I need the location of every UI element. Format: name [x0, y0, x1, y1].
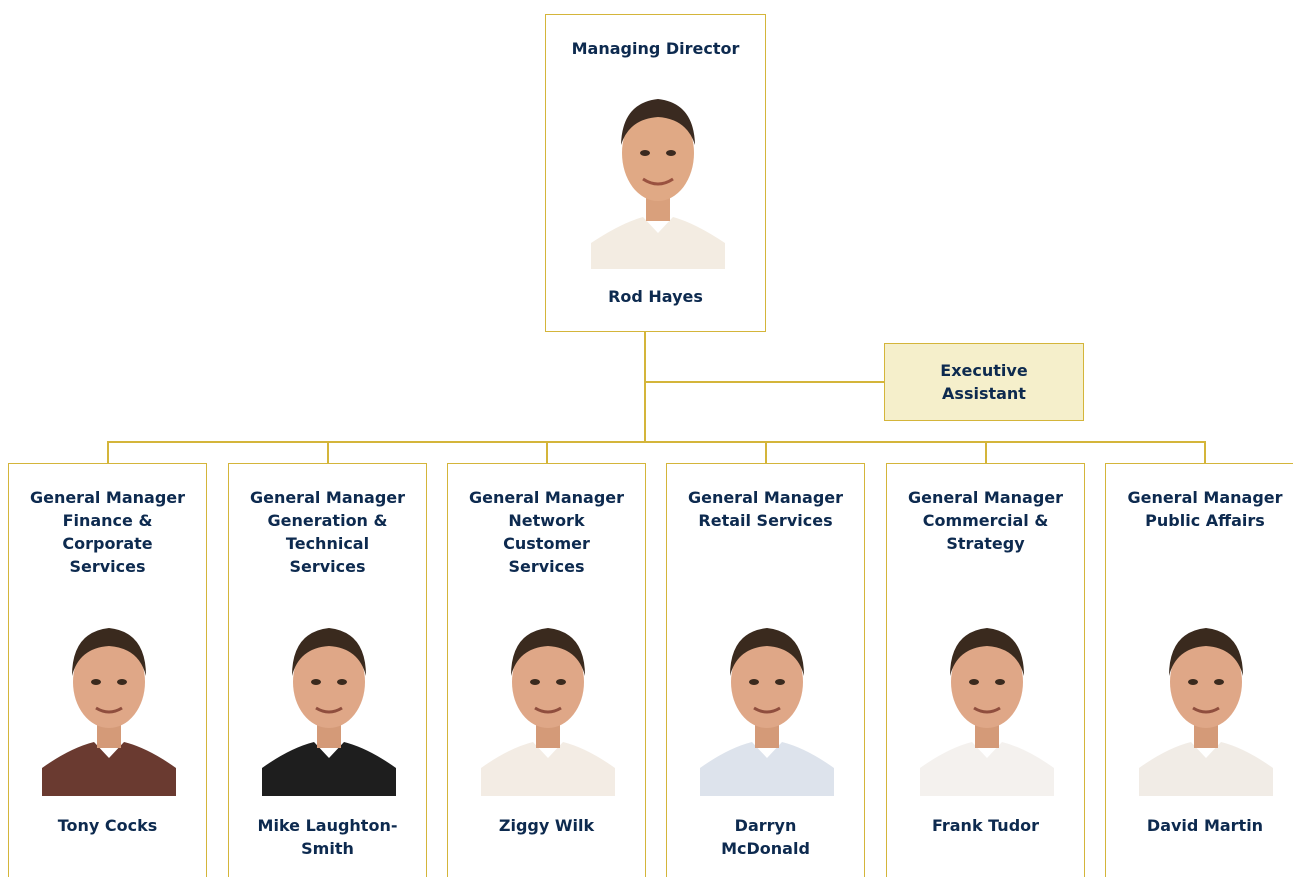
- drop-connector-3: [546, 441, 548, 464]
- manager-photo: [42, 610, 176, 796]
- manager-photo: [262, 610, 396, 796]
- managing-director-card: Managing Director Rod Hayes: [545, 14, 766, 332]
- drop-connector-4: [765, 441, 767, 464]
- md-down-connector: [644, 331, 646, 442]
- drop-connector-2: [327, 441, 329, 464]
- drop-connector-6: [1204, 441, 1206, 464]
- executive-assistant-line1: Executive: [940, 361, 1028, 380]
- manager-name: Frank Tudor: [931, 816, 1040, 835]
- manager-name: Mike Laughton-Smith: [257, 816, 398, 858]
- manager-name: Tony Cocks: [57, 816, 158, 835]
- executive-assistant-box: Executive Assistant: [884, 343, 1084, 421]
- managers-horizontal-bus: [107, 441, 1205, 443]
- executive-assistant-line2: Assistant: [942, 384, 1026, 403]
- manager-photo: [481, 610, 615, 796]
- assistant-connector: [644, 381, 886, 383]
- drop-connector-1: [107, 441, 109, 464]
- manager-name: Ziggy Wilk: [498, 816, 595, 835]
- managing-director-name: Rod Hayes: [608, 287, 703, 306]
- manager-photo: [1139, 610, 1273, 796]
- manager-photo: [920, 610, 1054, 796]
- drop-connector-5: [985, 441, 987, 464]
- managing-director-role: Managing Director: [571, 39, 740, 58]
- manager-photo: [700, 610, 834, 796]
- managing-director-photo: [591, 83, 725, 269]
- manager-name: David Martin: [1146, 816, 1264, 835]
